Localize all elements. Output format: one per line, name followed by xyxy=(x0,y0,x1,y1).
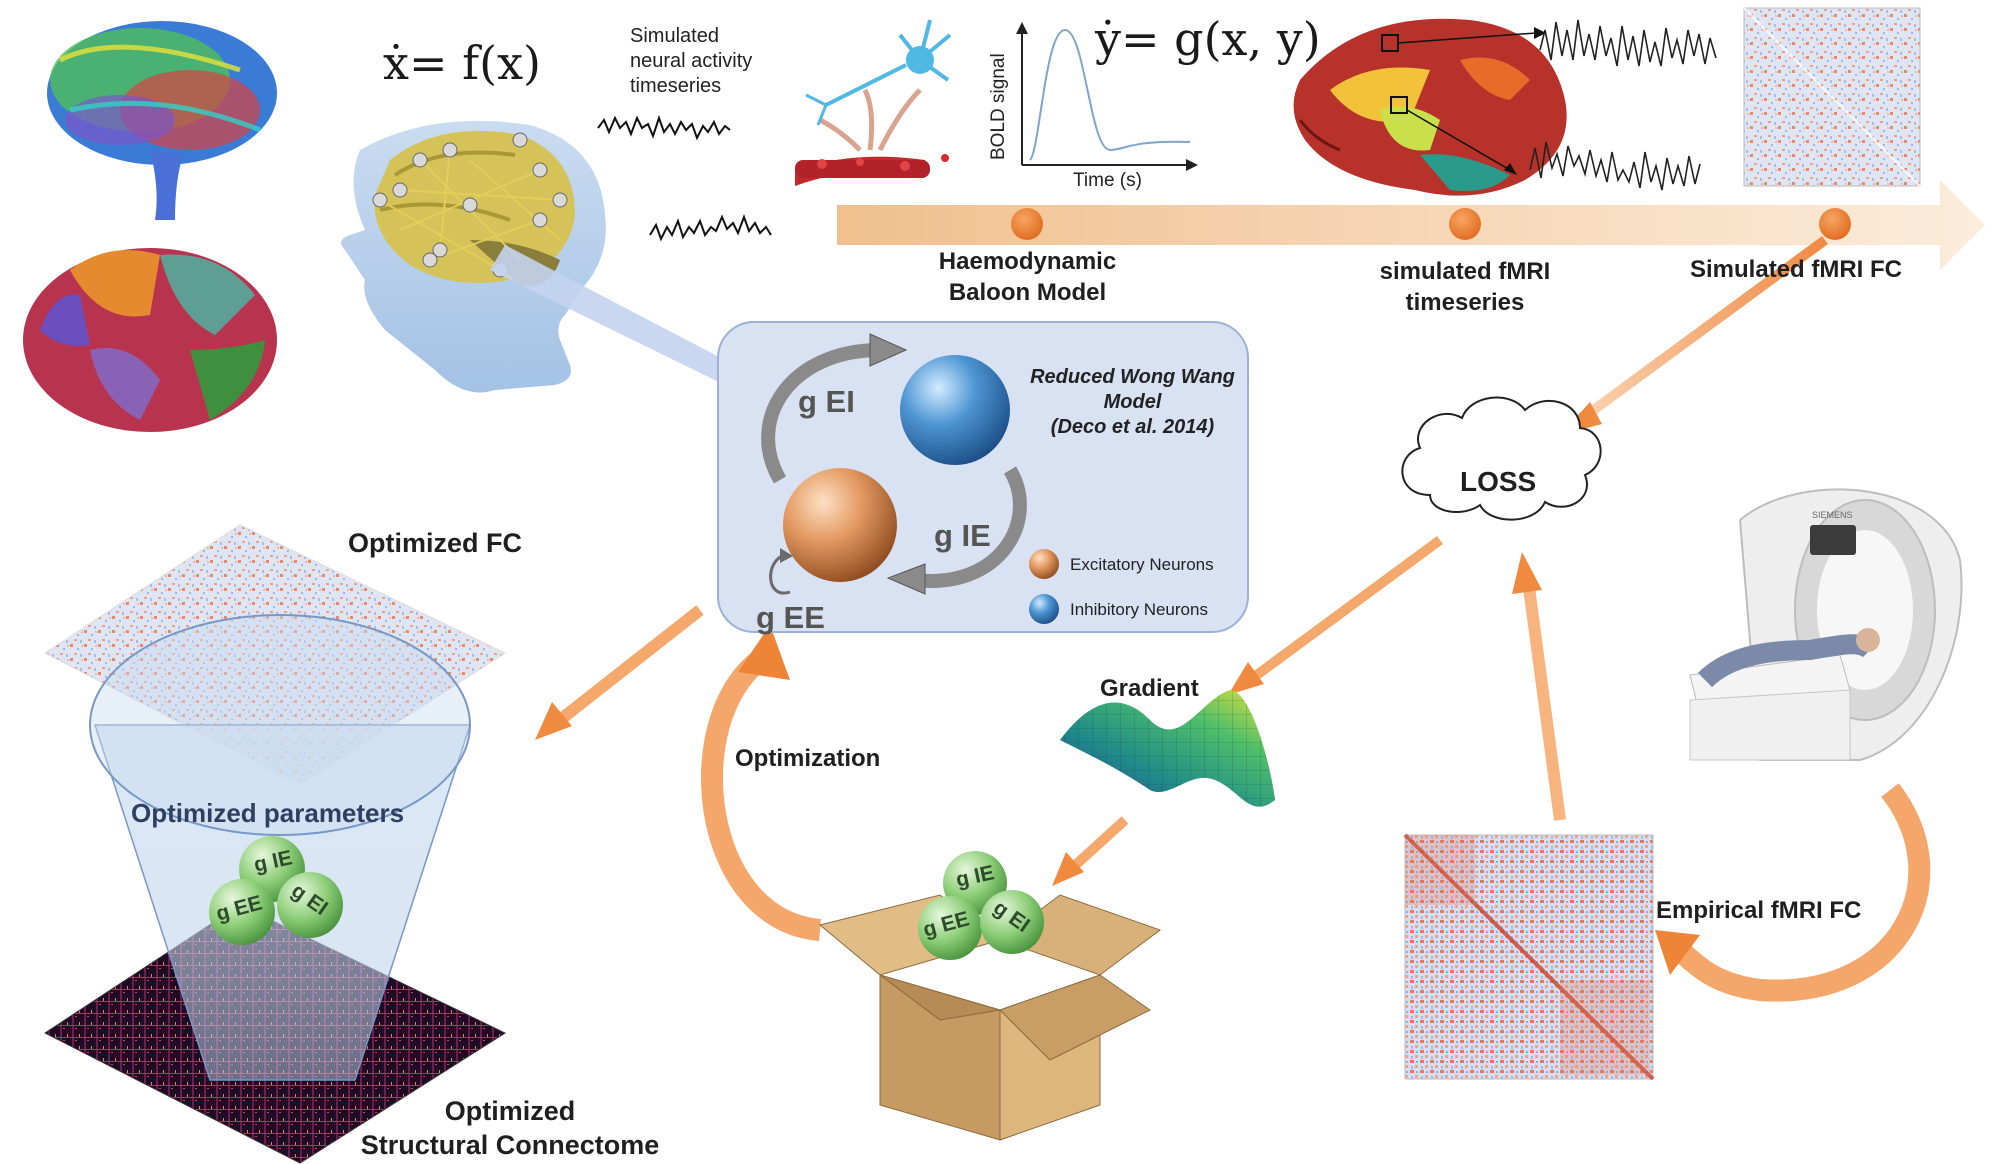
optimized-fc-label: Optimized FC xyxy=(348,528,522,558)
fmri-timeseries-trace-2 xyxy=(1529,141,1701,191)
inhibitory-neuron-ball xyxy=(900,355,1010,465)
optimized-fc-stack xyxy=(44,524,507,1164)
neuron-blood-vessel-image xyxy=(795,19,952,186)
empirical-fc-matrix xyxy=(1403,833,1655,1081)
scanner-brand-mark: SIEMENS xyxy=(1812,510,1853,520)
arrow-optimization xyxy=(701,625,822,941)
label-g-ei: g EI xyxy=(798,384,855,419)
label-g-ie: g IE xyxy=(934,518,991,553)
model-title: Reduced Wong Wang Model (Deco et al. 201… xyxy=(1030,366,1235,438)
excitatory-neuron-ball xyxy=(783,468,897,582)
wong-wang-model-panel xyxy=(717,321,1249,633)
label-g-ee: g EE xyxy=(756,600,825,635)
timeline-dot-simulated-timeseries xyxy=(1449,208,1481,240)
haemodynamic-label: Haemodynamic Baloon Model xyxy=(938,248,1117,306)
head-with-brain-network-image xyxy=(341,120,606,393)
simulated-activity-label: Simulated neural activity timeseries xyxy=(630,25,753,97)
simulated-fmri-timeseries-label: simulated fMRI timeseries xyxy=(1379,258,1551,316)
legend-inhibitory-swatch xyxy=(1029,594,1059,624)
legend-excitatory-swatch xyxy=(1029,549,1059,579)
timeline-dot-simulated-fc xyxy=(1819,208,1851,240)
optimized-connectome-label: Optimized Structural Connectome xyxy=(360,1096,660,1160)
gradient-surface-image xyxy=(1060,690,1275,807)
optimized-parameters-label: Optimized parameters xyxy=(131,798,405,828)
param-balls-box xyxy=(918,851,1044,960)
parcellated-brain-image xyxy=(23,248,277,432)
simulated-timeseries-trace-1 xyxy=(597,114,731,141)
arrow-empirical-to-loss xyxy=(1512,552,1566,821)
param-balls-cone xyxy=(209,836,343,945)
loss-label: LOSS xyxy=(1460,466,1537,497)
zoom-projection xyxy=(490,245,735,390)
arrow-gradient-to-box xyxy=(1052,816,1129,886)
pipeline-timeline-arrow xyxy=(837,180,1985,270)
arrow-loss-to-gradient xyxy=(1228,535,1443,695)
bold-response-plot xyxy=(1016,22,1198,171)
state-equation: ẋ= f(x) xyxy=(383,36,541,90)
activation-map-brain-image xyxy=(1293,18,1567,196)
timeline-dot-haemodynamic xyxy=(1011,208,1043,240)
simulated-fc-matrix xyxy=(1743,7,1921,187)
loss-cloud xyxy=(1401,396,1602,521)
empirical-fmri-fc-label: Empirical fMRI FC xyxy=(1656,897,1862,924)
tractography-brain-image xyxy=(47,21,277,220)
arrow-model-to-optimized-fc xyxy=(535,605,704,740)
observation-equation: ẏ= g(x, y) xyxy=(1095,12,1321,66)
mri-scanner-image: SIEMENS xyxy=(1689,488,1963,761)
gradient-label: Gradient xyxy=(1100,675,1199,702)
bold-plot-ylabel: BOLD signal xyxy=(988,53,1009,160)
legend-excitatory-label: Excitatory Neurons xyxy=(1070,555,1214,574)
optimization-label: Optimization xyxy=(735,745,881,772)
arrow-scanner-to-empirical xyxy=(1655,783,1931,1002)
simulated-fmri-fc-label: Simulated fMRI FC xyxy=(1690,256,1903,283)
legend-inhibitory-label: Inhibitory Neurons xyxy=(1070,600,1208,619)
fmri-timeseries-trace-1 xyxy=(1539,19,1717,67)
simulated-timeseries-trace-2 xyxy=(649,214,772,242)
bold-plot-xlabel: Time (s) xyxy=(1073,170,1142,191)
